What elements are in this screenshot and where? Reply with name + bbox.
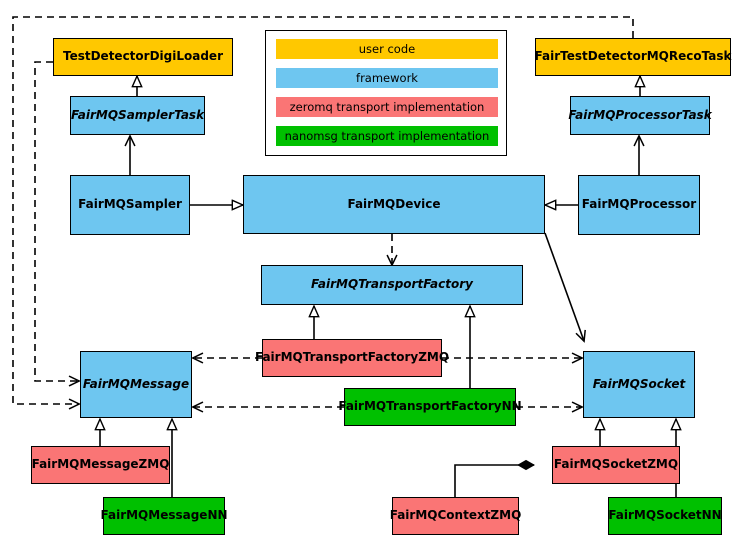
- class-box-fairmqmessagezmq[interactable]: FairMQMessageZMQ: [31, 446, 170, 484]
- class-label-fairmqtransportfactory: FairMQTransportFactory: [311, 277, 473, 292]
- legend-label-nanomsg: nanomsg transport implementation: [284, 129, 490, 143]
- class-box-fairmqtransportfactoryzmq[interactable]: FairMQTransportFactoryZMQ: [255, 339, 449, 377]
- class-label-fairmqsocket: FairMQSocket: [592, 376, 686, 391]
- legend-panel: user code framework zeromq transport imp…: [265, 30, 507, 156]
- class-box-fairmqcontextzmq[interactable]: FairMQContextZMQ: [390, 497, 521, 535]
- class-label-fairmqsamplertask: FairMQSamplerTask: [70, 107, 205, 122]
- class-box-testdetectordigiloader[interactable]: TestDetectorDigiLoader: [53, 38, 233, 76]
- class-label-fairmqmessagezmq: FairMQMessageZMQ: [31, 457, 170, 472]
- class-label-fairmqdevice: FairMQDevice: [347, 196, 441, 211]
- class-box-fairmqsampler[interactable]: FairMQSampler: [70, 175, 190, 235]
- class-box-fairtestdetectormqrecotask[interactable]: FairTestDetectorMQRecoTask: [535, 38, 731, 76]
- edge-recotask-message: [12, 16, 634, 404]
- legend-item-framework: framework: [276, 68, 498, 88]
- legend-label-user-code: user code: [358, 42, 416, 56]
- class-box-fairmqprocessor[interactable]: FairMQProcessor: [578, 175, 700, 235]
- legend-label-framework: framework: [356, 71, 418, 85]
- class-box-fairmqsocketzmq[interactable]: FairMQSocketZMQ: [552, 446, 680, 484]
- class-label-fairmqtransportfactoryzmq: FairMQTransportFactoryZMQ: [254, 350, 450, 365]
- edge-contextzmq-socketzmq: [454, 465, 534, 497]
- class-box-fairmqmessage[interactable]: FairMQMessage: [80, 351, 192, 418]
- class-box-fairmqtransportfactory[interactable]: FairMQTransportFactory: [261, 265, 523, 305]
- class-box-fairmqmessagenn[interactable]: FairMQMessageNN: [100, 497, 228, 535]
- class-label-fairmqtransportfactorynn: FairMQTransportFactoryNN: [338, 399, 522, 414]
- class-label-fairmqsocketzmq: FairMQSocketZMQ: [553, 457, 679, 472]
- legend-item-nanomsg: nanomsg transport implementation: [276, 126, 498, 146]
- class-box-fairmqsamplertask[interactable]: FairMQSamplerTask: [70, 96, 205, 135]
- class-label-fairmqmessage: FairMQMessage: [82, 376, 190, 391]
- legend-label-zeromq: zeromq transport implementation: [289, 100, 485, 114]
- class-label-fairmqprocessor: FairMQProcessor: [581, 197, 697, 212]
- class-label-fairmqsampler: FairMQSampler: [78, 197, 182, 212]
- class-box-fairmqsocket[interactable]: FairMQSocket: [583, 351, 695, 418]
- legend-item-zeromq: zeromq transport implementation: [276, 97, 498, 117]
- edge-device-socket: [544, 232, 584, 341]
- class-label-fairmqmessagenn: FairMQMessageNN: [100, 508, 228, 523]
- class-box-fairmqsocketnn[interactable]: FairMQSocketNN: [608, 497, 722, 535]
- class-label-fairmqsocketnn: FairMQSocketNN: [608, 508, 722, 523]
- class-box-fairmqdevice[interactable]: FairMQDevice: [243, 175, 545, 234]
- class-label-fairmqcontextzmq: FairMQContextZMQ: [389, 508, 522, 523]
- class-label-fairtestdetectormqrecotask: FairTestDetectorMQRecoTask: [534, 49, 732, 64]
- class-box-fairmqprocessortask[interactable]: FairMQProcessorTask: [568, 96, 712, 135]
- class-box-fairmqtransportfactorynn[interactable]: FairMQTransportFactoryNN: [338, 388, 522, 426]
- class-label-fairmqprocessortask: FairMQProcessorTask: [568, 107, 712, 122]
- class-label-testdetectordigiloader: TestDetectorDigiLoader: [62, 49, 223, 64]
- legend-item-user-code: user code: [276, 39, 498, 59]
